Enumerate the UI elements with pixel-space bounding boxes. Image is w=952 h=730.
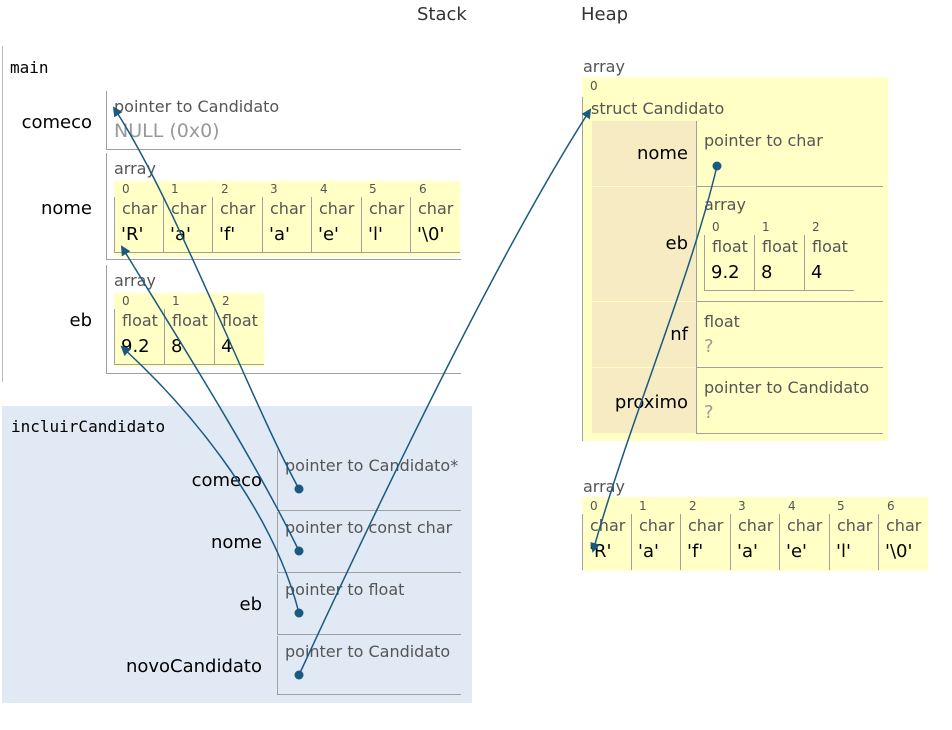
array-index: 4 [320, 182, 328, 196]
array-cell: char'l' [829, 514, 879, 570]
array-index: 2 [689, 499, 697, 513]
array-cell: char'a' [730, 514, 780, 570]
main-eb-name: eb [69, 310, 93, 331]
struct-field-name-bg: proximo [592, 368, 696, 433]
array-index: 1 [171, 182, 179, 196]
incluir-eb-type: pointer to float [285, 580, 405, 599]
field-nome-name: nome [636, 143, 688, 164]
main-nome-array: 0 1 2 3 4 5 6 char'R' char'a' char'f' ch… [114, 181, 460, 257]
pointer-dot-eb [294, 608, 304, 618]
arrow-heap-nome [590, 165, 718, 553]
main-frame-title: main [10, 58, 49, 77]
incluir-eb-name: eb [239, 594, 263, 615]
main-comeco-box: pointer to Candidato NULL (0x0) [106, 91, 461, 150]
array-index: 5 [369, 182, 377, 196]
main-nome-type: array [114, 159, 156, 178]
main-comeco-name: comeco [21, 112, 92, 133]
array-index: 6 [419, 182, 427, 196]
arrow-eb [120, 345, 300, 614]
heap-char-array: 0 1 2 3 4 5 6 char'R' char'a' char'f' ch… [582, 497, 928, 571]
array-index: 6 [887, 499, 895, 513]
field-eb-type: array [704, 195, 746, 214]
array-cell: char'e' [311, 197, 362, 253]
pointer-dot-nome [294, 546, 304, 556]
array-cell: char'l' [361, 197, 411, 253]
incluir-frame-title: incluirCandidato [11, 417, 166, 436]
array-index: 4 [788, 499, 796, 513]
struct-label: struct Candidato [591, 99, 725, 118]
arrow-comeco [112, 106, 300, 490]
arrow-nome [120, 245, 300, 552]
main-comeco-type: pointer to Candidato [114, 97, 280, 116]
array-index: 0 [590, 79, 598, 93]
stack-header: Stack [417, 4, 467, 25]
pointer-dot-novocandidato [294, 670, 304, 680]
field-eb-name: eb [665, 233, 689, 254]
incluir-eb-box: pointer to float [277, 574, 461, 635]
array-index: 1 [172, 294, 180, 308]
array-index: 2 [222, 294, 230, 308]
array-index: 3 [270, 182, 278, 196]
struct-field-name-bg: nf [592, 302, 696, 367]
field-proximo-val: ? [704, 402, 714, 423]
incluir-novocandidato-box: pointer to Candidato [277, 636, 461, 695]
incluir-novocandidato-name: novoCandidato [125, 656, 262, 677]
main-nome-name: nome [40, 198, 92, 219]
array-cell: char'R' [114, 197, 164, 253]
array-index: 1 [639, 499, 647, 513]
heap-header: Heap [581, 4, 629, 25]
heap-struct-array: 0 struct Candidato nome pointer to char … [582, 77, 888, 441]
incluir-frame: incluirCandidato comeco pointer to Candi… [2, 406, 472, 703]
field-nf-name: nf [670, 324, 688, 345]
array-index: 1 [762, 220, 770, 234]
pointer-dot-comeco [294, 484, 304, 494]
array-index: 2 [812, 220, 820, 234]
array-index: 5 [837, 499, 845, 513]
arrow-novocandidato [298, 108, 592, 676]
struct-cell: struct Candidato nome pointer to char eb… [582, 97, 889, 441]
array-cell: char'a' [631, 514, 681, 570]
array-index: 0 [122, 182, 130, 196]
array-cell: char'f' [212, 197, 263, 253]
array-index: 0 [590, 499, 598, 513]
array-cell: char'f' [680, 514, 731, 570]
field-proximo-type: pointer to Candidato [704, 378, 870, 397]
array-cell: char'\0' [410, 197, 461, 253]
array-index: 2 [221, 182, 229, 196]
incluir-comeco-box: pointer to Candidato* [277, 450, 461, 511]
heap-struct-array-label: array [583, 57, 625, 76]
array-cell: char'a' [262, 197, 312, 253]
field-nome-value: pointer to char [696, 121, 883, 187]
pointer-dot-heap-nome [712, 161, 722, 171]
array-index: 0 [712, 220, 720, 234]
main-comeco-value: NULL (0x0) [114, 120, 220, 142]
array-cell: char'e' [779, 514, 830, 570]
incluir-novocandidato-type: pointer to Candidato [285, 642, 451, 661]
field-nf-val: ? [704, 336, 714, 357]
array-index: 0 [122, 294, 130, 308]
struct-field-name-bg: eb [592, 187, 696, 301]
array-index: 3 [738, 499, 746, 513]
field-nome-type: pointer to char [704, 131, 823, 150]
incluir-comeco-type: pointer to Candidato* [285, 456, 459, 475]
field-proximo-name: proximo [614, 392, 688, 413]
main-nome-box: array 0 1 2 3 4 5 6 char'R' char'a' char… [106, 153, 461, 260]
array-cell: char'\0' [878, 514, 929, 570]
field-proximo-value: pointer to Candidato ? [696, 368, 883, 434]
main-frame [2, 46, 473, 382]
incluir-comeco-name: comeco [191, 470, 262, 491]
struct-field-name-bg: nome [592, 121, 696, 186]
field-nf-value: float ? [696, 302, 883, 368]
incluir-nome-name: nome [210, 532, 262, 553]
field-nf-type: float [704, 312, 740, 331]
